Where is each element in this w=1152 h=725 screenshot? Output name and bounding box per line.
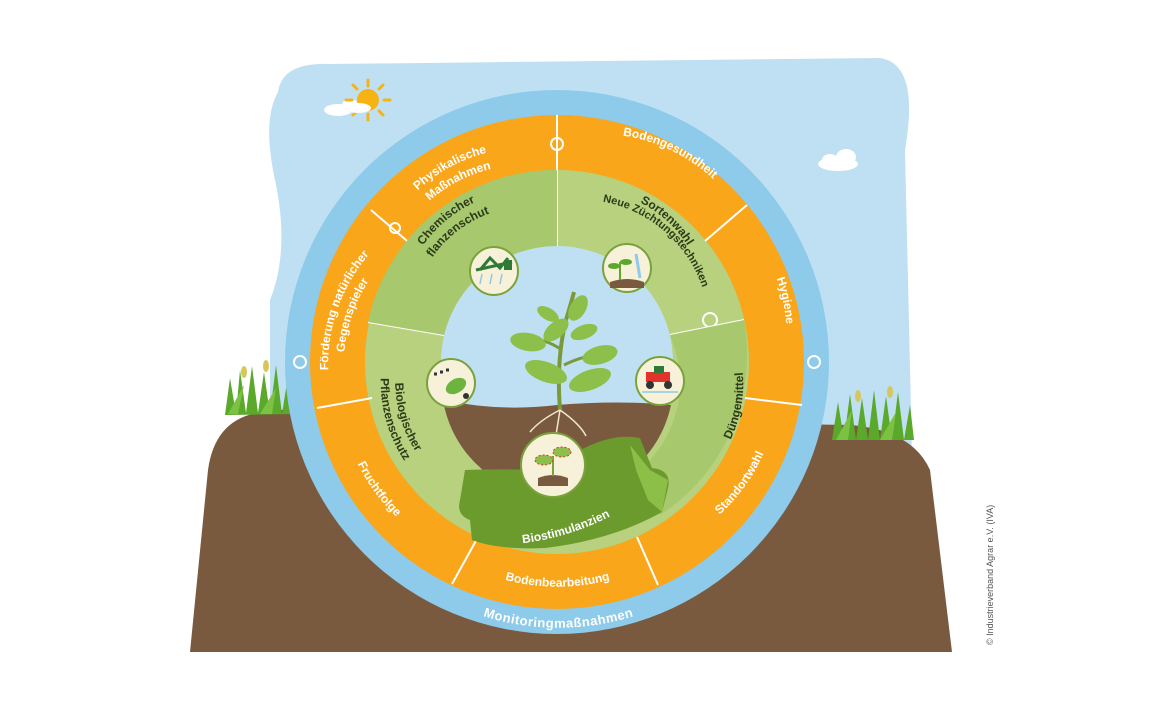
segment-chem [368,169,557,335]
grass-left [225,360,294,415]
sun-icon [344,78,392,122]
biostimulanzien-piece-highlight [630,445,668,512]
sprayer-icon [469,246,519,296]
tractor-icon [635,356,685,406]
segment-dunge [640,320,748,515]
orange-ring-dividers [316,115,803,586]
central-plant [510,291,618,437]
breeding-icon [602,243,652,293]
puzzle-knobs [293,137,821,369]
biostimulant-plant-icon [520,432,586,498]
beneficial-insects-icon [426,358,476,408]
outer-top-label: Precision- und Smartfarming [460,22,655,62]
orange-label-bodenbearbeitung: Bodenbearbeitung [504,569,610,590]
cloud-icon [818,149,858,171]
copyright-notice: © Industrieverband Agrar e.V. (IVA) [985,504,995,645]
grass-right [832,386,914,440]
